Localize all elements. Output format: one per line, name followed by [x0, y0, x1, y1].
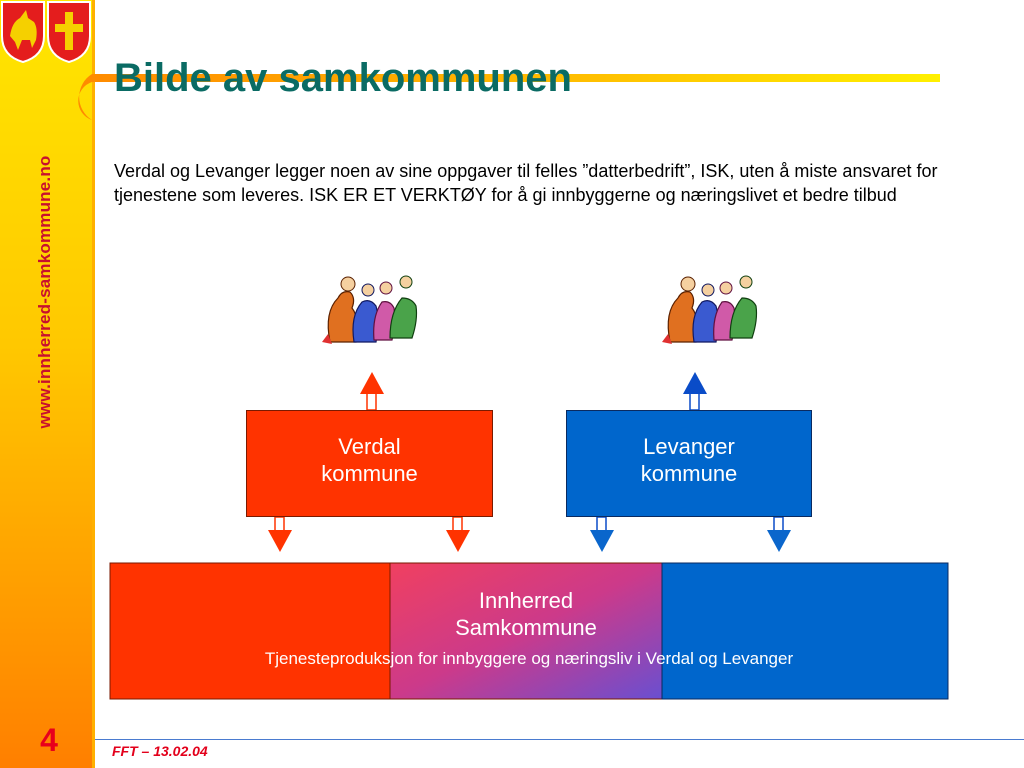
- intro-paragraph: Verdal og Levanger legger noen av sine o…: [114, 161, 938, 205]
- arrow-down-levanger-right-icon: [767, 516, 791, 552]
- levanger-kommune-box: Levanger kommune: [566, 410, 812, 517]
- levanger-coat-of-arms: [47, 1, 91, 64]
- people-group-levanger-icon: [661, 275, 758, 345]
- verdal-kommune-box: Verdal kommune: [246, 410, 493, 517]
- arrow-down-verdal-left-icon: [268, 516, 292, 552]
- samkommune-subtitle: Tjenesteproduksjon for innbyggere og nær…: [264, 649, 794, 668]
- levanger-kommune-label: Levanger kommune: [640, 434, 738, 486]
- page-title: Bilde av samkommunen: [114, 56, 572, 100]
- verdal-kommune-label: Verdal kommune: [321, 434, 418, 486]
- logo-area: [1, 1, 91, 64]
- page-number: 4: [40, 722, 58, 758]
- arrow-down-levanger-left-icon: [590, 516, 614, 552]
- arrow-down-verdal-right-icon: [446, 516, 470, 552]
- sidebar: [0, 0, 92, 768]
- samkommune-title: Innherred Samkommune: [455, 588, 597, 640]
- arrow-up-verdal-icon: [360, 372, 384, 411]
- title-decoration: [78, 74, 940, 120]
- samkommune-box: [109, 562, 949, 700]
- arrow-up-levanger-icon: [683, 372, 707, 411]
- people-group-verdal-icon: [321, 275, 418, 345]
- verdal-coat-of-arms: [1, 1, 45, 64]
- footer-divider: [95, 739, 1024, 740]
- sidebar-edge: [92, 0, 95, 768]
- footer-text: FFT – 13.02.04: [112, 743, 208, 759]
